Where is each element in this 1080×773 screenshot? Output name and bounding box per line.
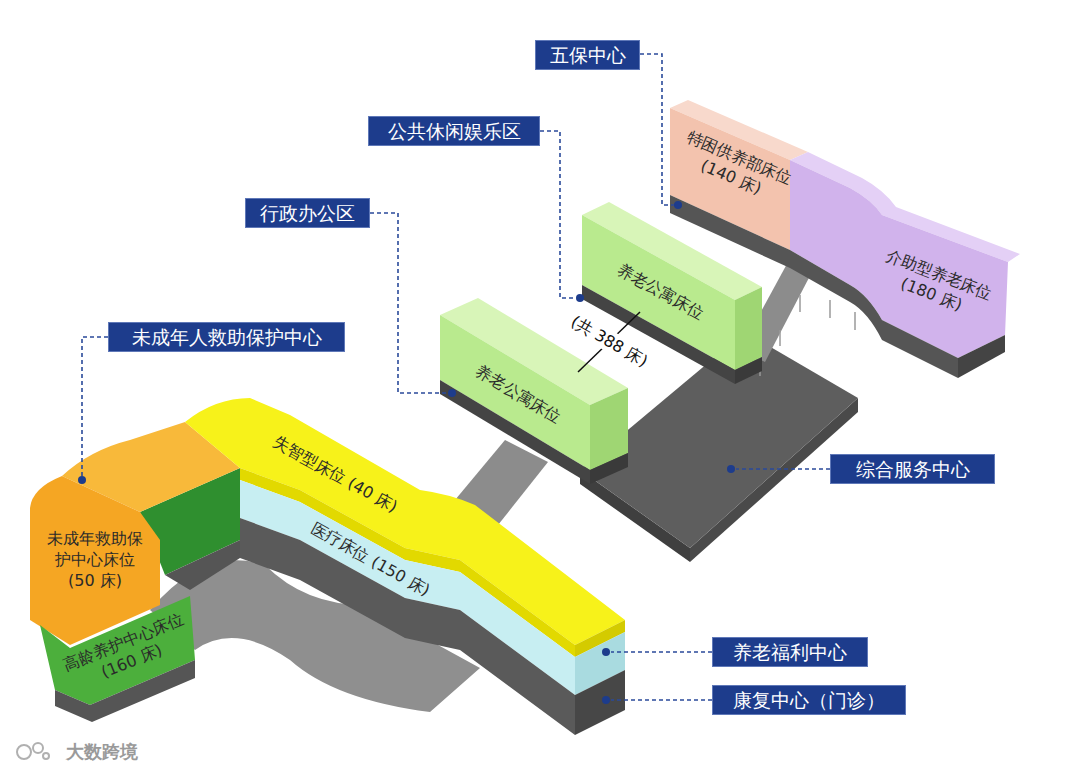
building-label: 医疗床位 (150 床) [307, 519, 434, 602]
apartment-block [735, 287, 762, 370]
callout-text: 康复中心（门诊） [733, 691, 885, 710]
callout-box: 养老福利中心 [712, 637, 868, 667]
bridge-stilt [779, 330, 781, 346]
callout-text: 综合服务中心 [856, 460, 970, 479]
bridge-stilt [854, 312, 856, 330]
leader-line [611, 651, 712, 653]
leader-dot [78, 476, 86, 484]
watermark-logo [43, 753, 49, 759]
building-label: 特困供养部床位 (140 床) [672, 125, 799, 210]
bed-count-label: 介助型养老床位 (180 床) [883, 246, 994, 315]
callout-box: 行政办公区 [245, 198, 370, 228]
building-label: 失智型床位 (40 床) [269, 432, 401, 518]
building-label: 养老公寓床位 [472, 361, 565, 428]
callout-box: 公共休闲娱乐区 [368, 116, 540, 146]
bridge-stilt [799, 295, 801, 312]
leader-line [370, 213, 448, 393]
leader-dot [602, 648, 610, 656]
callout-text: 五保中心 [550, 46, 626, 65]
bed-count-label: (共 388 床) [564, 309, 655, 374]
leader-dot [576, 294, 584, 302]
building-label: 养老公寓床位 [613, 260, 707, 325]
building-label: 高龄养护中心床位 (160 床) [59, 608, 197, 696]
leader-dot [674, 201, 682, 209]
callout-text: 未成年人救助保护中心 [132, 328, 322, 347]
bed-count-label: 未成年救助保护中心床位 (50 床) [47, 529, 143, 590]
welfare-complex [165, 540, 240, 590]
building-label: (共 388 床) [563, 310, 654, 375]
leader-dot [727, 465, 735, 473]
wubao-building [790, 160, 1008, 358]
welfare-complex [575, 670, 625, 735]
leader-line [82, 337, 108, 476]
welfare-complex [240, 518, 575, 735]
callout-text: 行政办公区 [260, 204, 355, 223]
watermark: 大数跨境 [66, 740, 138, 763]
watermark-text: 大数跨境 [66, 741, 138, 762]
callout-text: 养老福利中心 [733, 643, 847, 662]
bed-count-label: 养老公寓床位 [614, 260, 707, 323]
building-label: 介助型养老床位 (180 床) [872, 244, 999, 326]
callout-box: 未成年人救助保护中心 [108, 322, 345, 352]
bed-count-label: 养老公寓床位 [472, 361, 564, 427]
callout-text: 公共休闲娱乐区 [388, 122, 521, 141]
leader-line [736, 468, 830, 470]
wubao-building [958, 335, 1005, 378]
bed-count-label: 高龄养护中心床位 (160 床) [61, 609, 187, 682]
apartment-block [440, 315, 590, 470]
bed-count-label: 特困供养部床位 (140 床) [684, 127, 795, 198]
callout-box: 综合服务中心 [830, 454, 995, 484]
bridge-stilt [829, 300, 831, 318]
welfare-complex [40, 596, 195, 705]
leader-dot [448, 389, 456, 397]
bed-count-label: 失智型床位 (40 床) [270, 432, 401, 516]
leader-dot [602, 696, 610, 704]
watermark-logo [33, 743, 43, 753]
callout-box: 五保中心 [535, 40, 640, 70]
welfare-complex [30, 398, 625, 735]
leader-line [611, 699, 712, 701]
watermark-logo [17, 745, 31, 759]
callout-box: 康复中心（门诊） [712, 685, 906, 715]
apartment-block [590, 453, 628, 484]
leader-line [640, 54, 676, 205]
apartment-block [582, 202, 762, 384]
apartment-block [735, 357, 762, 384]
building-label: 未成年救助保护中心床位 (50 床) [46, 529, 144, 591]
bed-count-label: 医疗床位 (150 床) [308, 519, 434, 600]
leader-line [540, 131, 576, 298]
watermark-logo [17, 743, 49, 759]
leader-line [82, 54, 830, 700]
